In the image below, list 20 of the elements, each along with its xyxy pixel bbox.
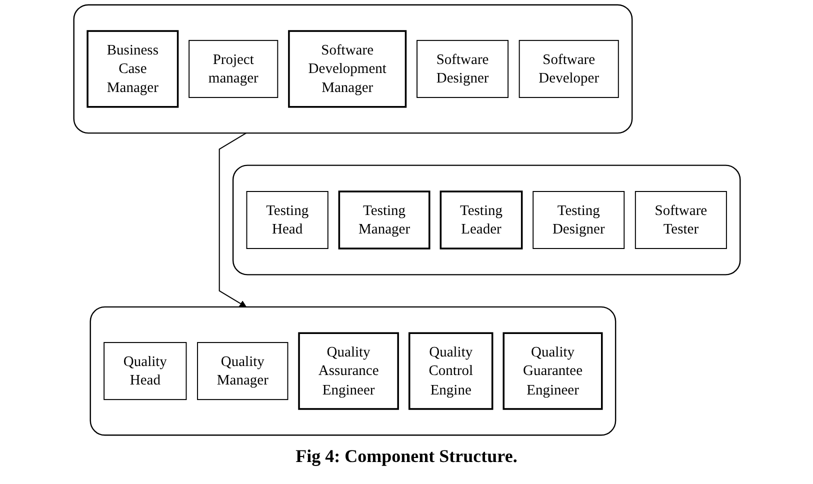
arrow bbox=[218, 132, 246, 308]
cluster bbox=[89, 306, 616, 436]
node-box: Software Development Manager bbox=[288, 30, 406, 108]
caption: Fig 4: Component Structure. bbox=[296, 446, 518, 467]
cluster bbox=[72, 4, 632, 134]
node-box: Project manager bbox=[188, 40, 278, 98]
node-box: Quality Guarantee Engineer bbox=[502, 332, 602, 410]
node-box: Testing Designer bbox=[532, 191, 624, 249]
node-box: Quality Head bbox=[103, 342, 186, 400]
cluster bbox=[232, 164, 740, 276]
node-box: Business Case Manager bbox=[86, 30, 178, 108]
node-box: Testing Manager bbox=[338, 190, 430, 250]
node-box: Quality Assurance Engineer bbox=[298, 332, 398, 410]
node-box: Software Designer bbox=[416, 40, 508, 98]
node-box: Testing Head bbox=[246, 191, 328, 249]
node-box: Testing Leader bbox=[439, 190, 522, 250]
node-box: Quality Control Engine bbox=[408, 332, 493, 410]
node-box: Software Tester bbox=[634, 191, 726, 249]
node-box: Software Developer bbox=[518, 40, 618, 98]
node-box: Quality Manager bbox=[196, 342, 288, 400]
